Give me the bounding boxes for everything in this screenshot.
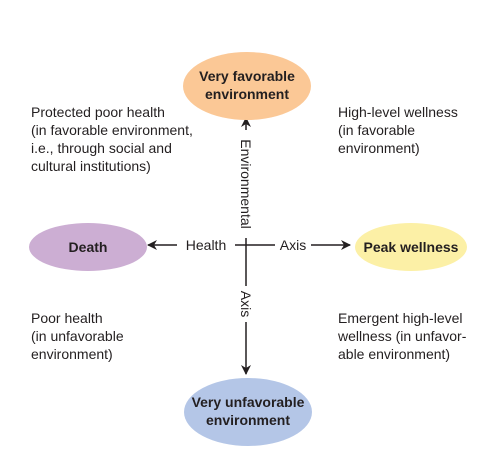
horizontal-axis-label: Axis bbox=[280, 237, 306, 253]
very-favorable-label-line2: environment bbox=[205, 86, 289, 102]
quadrant-text-line: able environment) bbox=[338, 346, 451, 362]
very-favorable-label-line1: Very favorable bbox=[199, 68, 295, 84]
axis-label-right-bg bbox=[275, 236, 311, 254]
peak-wellness-ellipse bbox=[355, 223, 467, 271]
quadrant-high-level-wellness: High-level wellness (in favorable enviro… bbox=[338, 103, 458, 157]
vertical-axis-label-bg bbox=[237, 286, 255, 322]
very-unfavorable-environment-ellipse bbox=[184, 378, 312, 446]
death-label: Death bbox=[69, 239, 108, 255]
peak-wellness-label: Peak wellness bbox=[364, 239, 459, 255]
quadrant-text-line: High-level wellness bbox=[338, 104, 458, 120]
vertical-axis-label: Axis bbox=[238, 291, 254, 317]
quadrant-text-line: i.e., through social and bbox=[31, 140, 172, 156]
health-axis-label: Health bbox=[186, 237, 226, 253]
very-unfavorable-label-line2: environment bbox=[206, 412, 290, 428]
quadrant-emergent-high-level-wellness: Emergent high-level wellness (in unfavor… bbox=[338, 309, 466, 363]
very-favorable-environment-ellipse bbox=[183, 52, 311, 120]
quadrant-text-line: Emergent high-level bbox=[338, 310, 463, 326]
quadrant-text-line: Protected poor health bbox=[31, 104, 165, 120]
death-ellipse bbox=[29, 223, 147, 271]
quadrant-text-line: Poor health bbox=[31, 310, 103, 326]
quadrant-text-line: (in favorable environment, bbox=[31, 122, 193, 138]
quadrant-text-line: environment) bbox=[31, 346, 113, 362]
health-label-bg bbox=[177, 236, 235, 254]
very-unfavorable-label-line1: Very unfavorable bbox=[192, 394, 305, 410]
environmental-axis-label: Environmental bbox=[238, 139, 254, 229]
quadrant-protected-poor-health: Protected poor health (in favorable envi… bbox=[31, 103, 193, 175]
quadrant-text-line: (in unfavorable bbox=[31, 328, 124, 344]
quadrant-text-line: cultural institutions) bbox=[31, 158, 151, 174]
environmental-label-bg bbox=[237, 130, 255, 238]
quadrant-text-line: wellness (in unfavor- bbox=[338, 328, 467, 344]
quadrant-text-line: (in favorable bbox=[338, 122, 416, 138]
quadrant-poor-health: Poor health (in unfavorable environment) bbox=[31, 309, 124, 363]
quadrant-text-line: environment) bbox=[338, 140, 420, 156]
